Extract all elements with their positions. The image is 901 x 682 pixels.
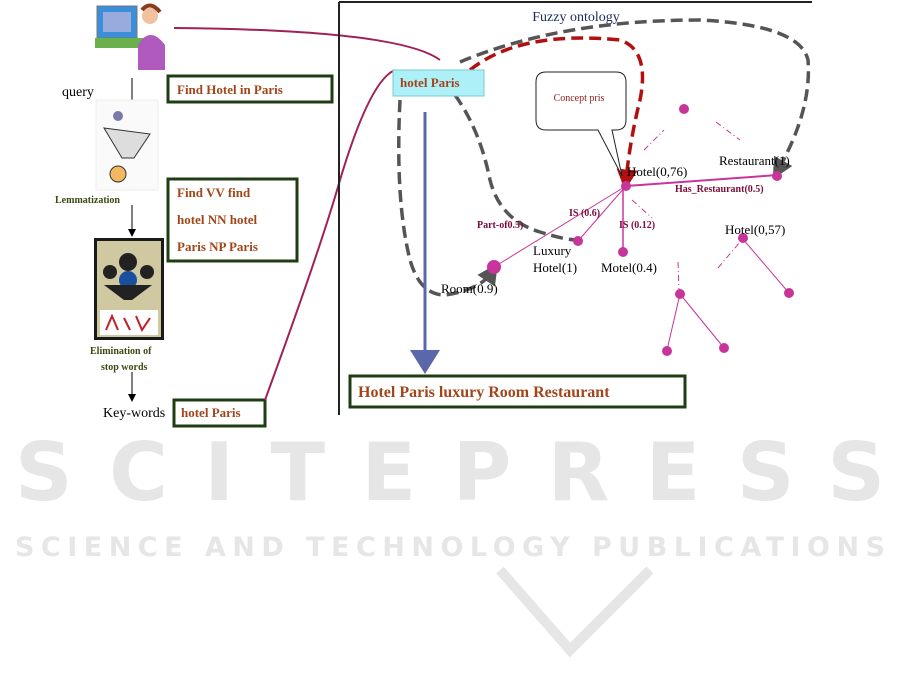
keywords-label: Key-words bbox=[103, 406, 165, 421]
user-at-computer-icon bbox=[95, 3, 165, 70]
query-box bbox=[166, 74, 334, 104]
user-to-tag-line bbox=[173, 27, 441, 61]
label-motel: Motel(0.4) bbox=[601, 260, 657, 275]
query-text: Find Hotel in Paris bbox=[177, 82, 283, 97]
watermark-main: SCITEPRESS bbox=[15, 426, 885, 519]
red-dashed-path bbox=[468, 36, 645, 191]
result-text: Hotel Paris luxury Room Restaurant bbox=[358, 384, 610, 401]
node-unlabeled bbox=[679, 104, 689, 114]
edge-label-is-luxury: IS (0.6) bbox=[569, 208, 600, 219]
node-hotel2 bbox=[738, 233, 748, 243]
stopword-filter-icon bbox=[94, 238, 164, 340]
node-leaf bbox=[662, 346, 672, 356]
label-luxury-1: Luxury bbox=[533, 243, 572, 258]
callout-text: Concept pris bbox=[554, 93, 605, 104]
keywords-box bbox=[172, 398, 267, 428]
gray-dashed-path-room bbox=[397, 99, 498, 297]
pos-line-2: hotel NN hotel bbox=[177, 212, 258, 227]
pos-tag-box bbox=[166, 177, 299, 263]
ontology-edges bbox=[493, 121, 790, 351]
pos-line-3: Paris NP Paris bbox=[177, 239, 258, 254]
edge-label-has-restaurant: Has_Restaurant(0.5) bbox=[675, 184, 764, 195]
node-leaf bbox=[719, 343, 729, 353]
edge-label-is-motel: IS (0.12) bbox=[619, 220, 655, 231]
keywords-text: hotel Paris bbox=[181, 405, 241, 420]
watermark-sub: SCIENCE AND TECHNOLOGY PUBLICATIONS bbox=[15, 532, 885, 563]
node-motel bbox=[618, 247, 628, 257]
lemmatization-label: Lemmatization bbox=[55, 195, 120, 206]
pos-line-1: Find VV find bbox=[177, 185, 251, 200]
node-leaf bbox=[675, 289, 685, 299]
ontology-title: Fuzzy ontology bbox=[532, 10, 620, 25]
result-box bbox=[348, 374, 687, 409]
node-hotel bbox=[621, 181, 631, 191]
keywords-to-tag-line bbox=[264, 69, 396, 401]
elimination-label-1: Elimination of bbox=[90, 346, 152, 357]
hotel-paris-tag bbox=[392, 69, 485, 97]
watermark: SCITEPRESS SCIENCE AND TECHNOLOGY PUBLIC… bbox=[15, 426, 885, 658]
node-luxury bbox=[573, 236, 583, 246]
node-leaf bbox=[784, 288, 794, 298]
gray-dashed-path-restaurant bbox=[459, 18, 811, 180]
elimination-label-2: stop words bbox=[101, 362, 148, 373]
node-restaurant bbox=[772, 171, 782, 181]
concept-callout bbox=[535, 71, 627, 177]
edge-label-part-of: Part-of0.5) bbox=[477, 220, 523, 231]
label-room: Room(0.9) bbox=[441, 281, 498, 296]
gray-dashed-path-luxury bbox=[453, 93, 579, 242]
node-room bbox=[487, 260, 501, 274]
lemmatization-funnel-icon bbox=[95, 99, 159, 191]
hotel-paris-tag-text: hotel Paris bbox=[400, 75, 460, 90]
query-label: query bbox=[62, 85, 94, 100]
label-restaurant: Restaurant(1) bbox=[719, 153, 790, 168]
label-hotel: Hotel(0,76) bbox=[627, 164, 687, 179]
label-luxury-2: Hotel(1) bbox=[533, 260, 577, 275]
label-hotel2: Hotel(0,57) bbox=[725, 222, 785, 237]
